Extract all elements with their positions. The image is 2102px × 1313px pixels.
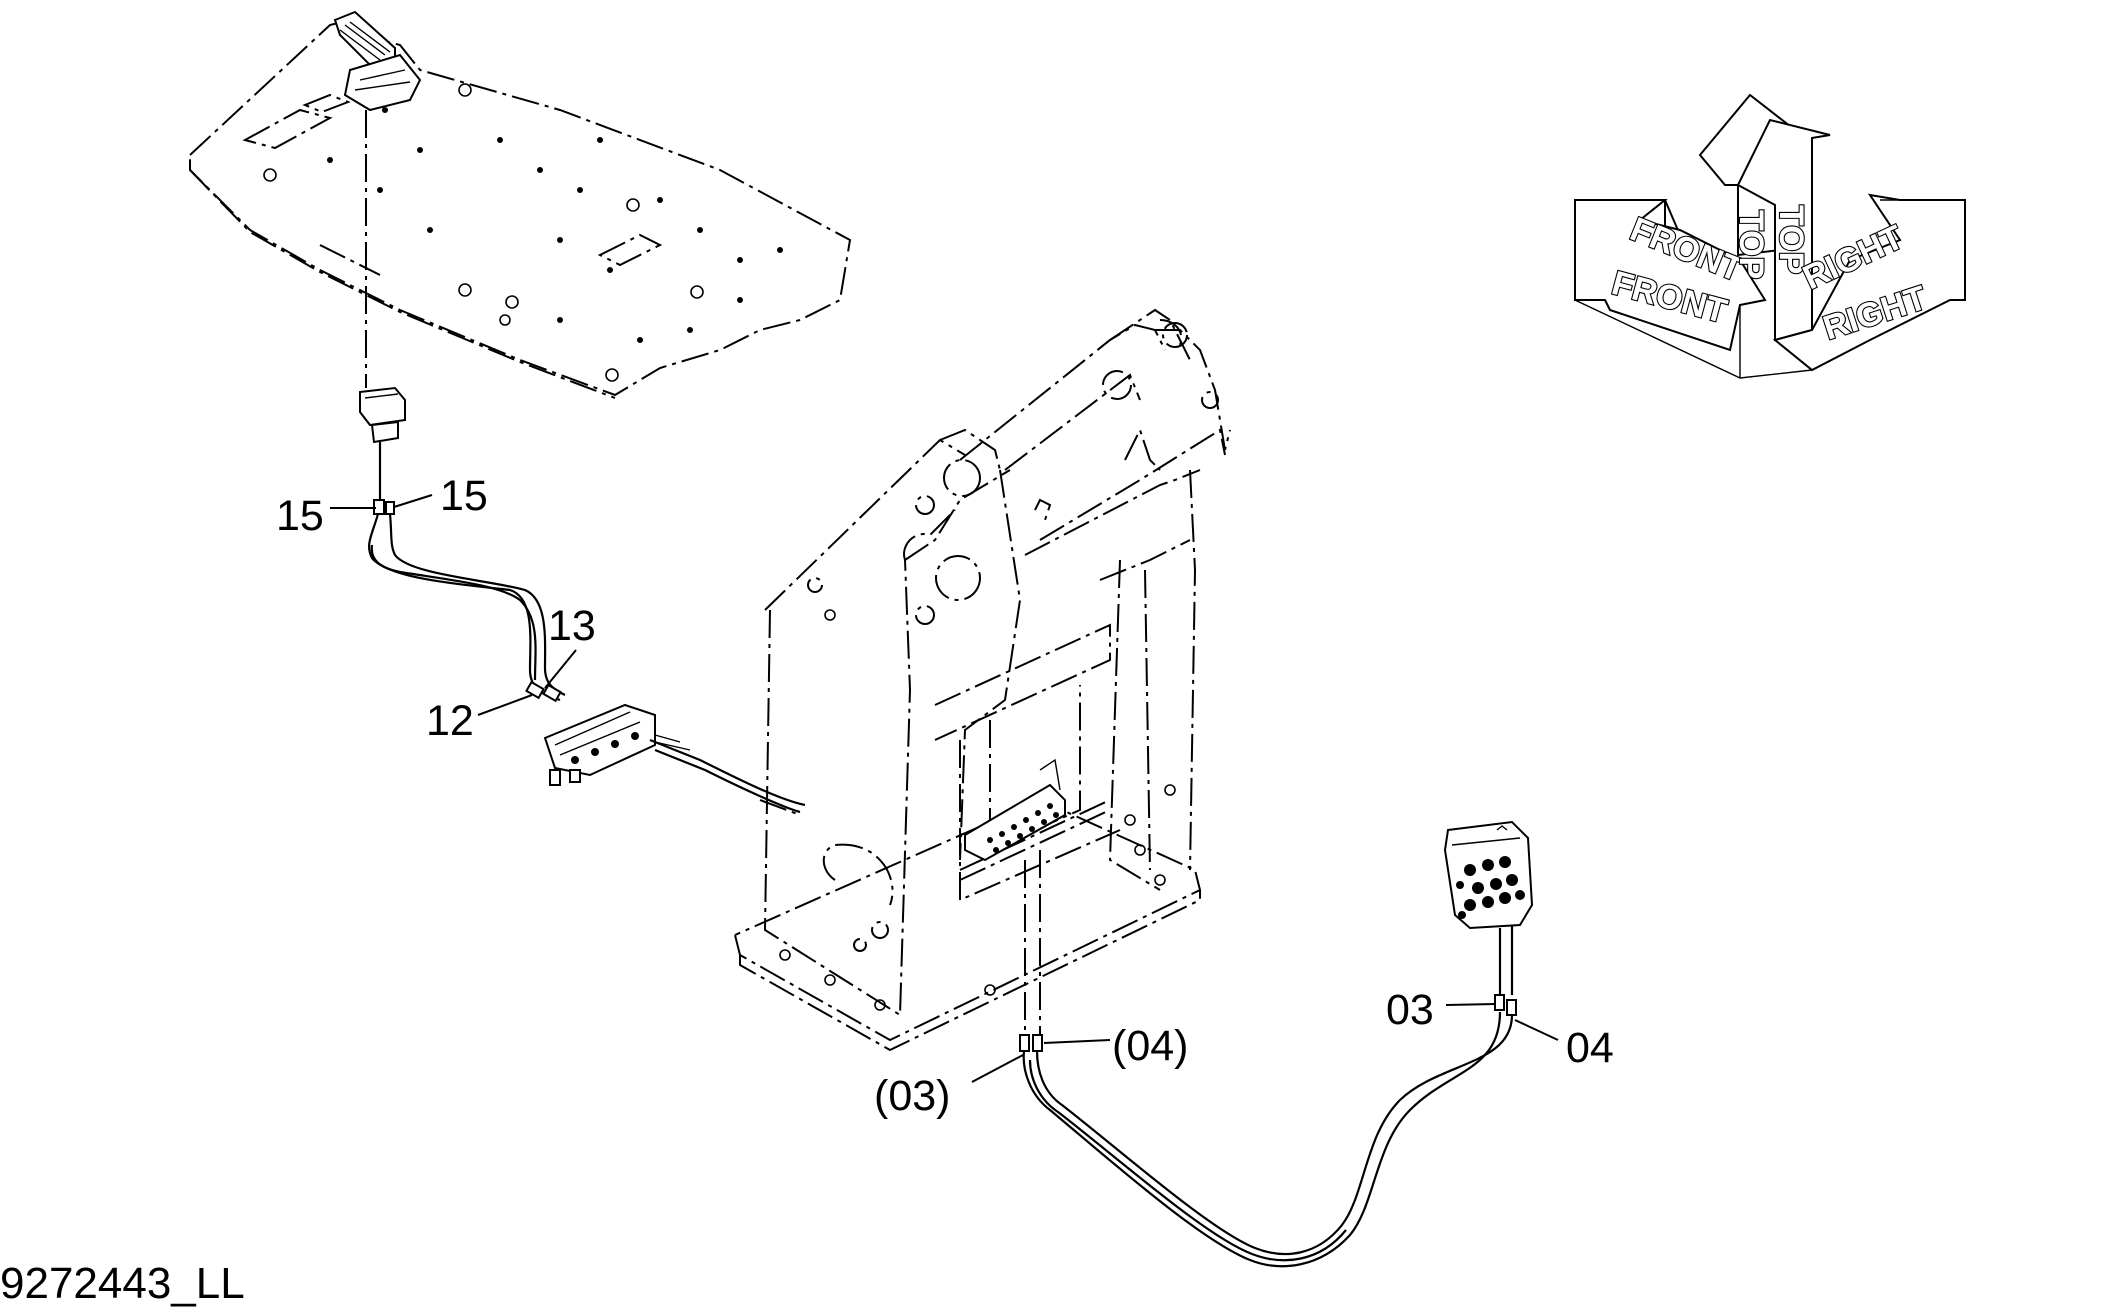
fitting-15 [373, 499, 395, 515]
drawing-id: 9272443_LL [0, 1259, 245, 1308]
lower-hoses [1022, 1011, 1514, 1268]
callout-13: 13 [548, 602, 596, 650]
fitting-03-04-right [1494, 994, 1517, 1016]
callout-03: 03 [1386, 986, 1434, 1034]
callout-12: 12 [426, 697, 474, 745]
block-to-frame-hose-a [649, 738, 806, 807]
manifold-block [543, 703, 691, 786]
pedal-assembly [333, 10, 422, 112]
leader-lines [330, 494, 1559, 1083]
callouts: 15 15 13 12 (04) (03) 03 04 [276, 472, 1614, 1120]
top-arrow-front [1736, 118, 1831, 342]
control-valve [1443, 820, 1534, 930]
top-label-back: TOP [1732, 210, 1770, 279]
callout-04: 04 [1566, 1024, 1614, 1072]
machine-frame [734, 308, 1231, 1052]
fitting-12-13 [525, 680, 562, 703]
block-to-frame-hose-b [654, 748, 801, 814]
pilot-valve [359, 386, 406, 444]
orientation-symbol: FRONT FRONT TOP TOP RIGHT RIGHT [1574, 93, 1966, 379]
perforated-bracket [964, 758, 1066, 862]
pilot-hoses [368, 513, 566, 702]
top-label-front: TOP [1772, 205, 1810, 274]
callout-15-right: 15 [440, 472, 488, 520]
fitting-03-04-left [1019, 1034, 1043, 1052]
front-arrow [1574, 199, 1767, 352]
callout-15-left: 15 [276, 492, 324, 540]
floor-plate [189, 18, 852, 399]
callout-04-paren: (04) [1112, 1022, 1188, 1070]
callout-03-paren: (03) [874, 1072, 950, 1120]
floor-holes [263, 83, 783, 382]
